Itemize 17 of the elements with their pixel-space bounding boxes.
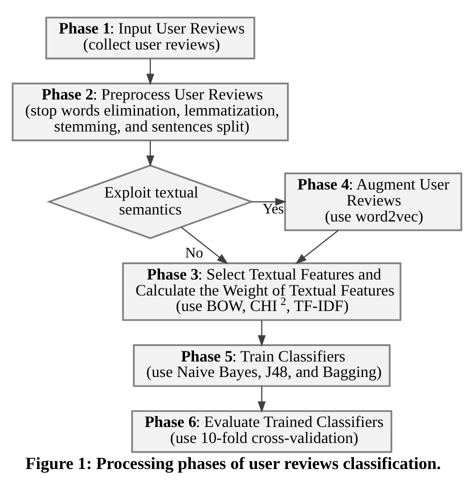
- arrow: [258, 320, 266, 347]
- caption: Figure 1: Processing phases of user reviews classification.: [25, 454, 441, 474]
- node-box: Phase 2: Preprocess User Reviews (stop words elimination, lemmatization, stemming, and sentences split): [12, 82, 289, 142]
- arrow: [252, 198, 287, 206]
- arrow: [146, 58, 154, 86]
- arrow: [146, 140, 154, 167]
- arrow: [258, 386, 266, 413]
- edge-label: Yes: [262, 202, 284, 218]
- arrow: [180, 226, 228, 264]
- node-diamond: Exploit textual semantics: [46, 164, 254, 240]
- edge-label: No: [185, 245, 204, 262]
- node-box: Phase 1: Input User Reviews (collect user reviews): [45, 16, 256, 60]
- node-box: Phase 3: Select Textual Features and Calculate the Weight of Textual Features (use BOW, CHI$^{2}$, TF-IDF): [122, 262, 402, 321]
- node-box: Phase 5: Train Classifiers (use Naive Bayes, J48, and Bagging): [132, 344, 391, 387]
- arrow: [295, 230, 339, 264]
- node-box: Phase 6: Evaluate Trained Classifiers (use 10-fold cross-validation): [131, 410, 392, 453]
- node-box: Phase 4: Augment User Reviews (use word2vec): [284, 172, 462, 232]
